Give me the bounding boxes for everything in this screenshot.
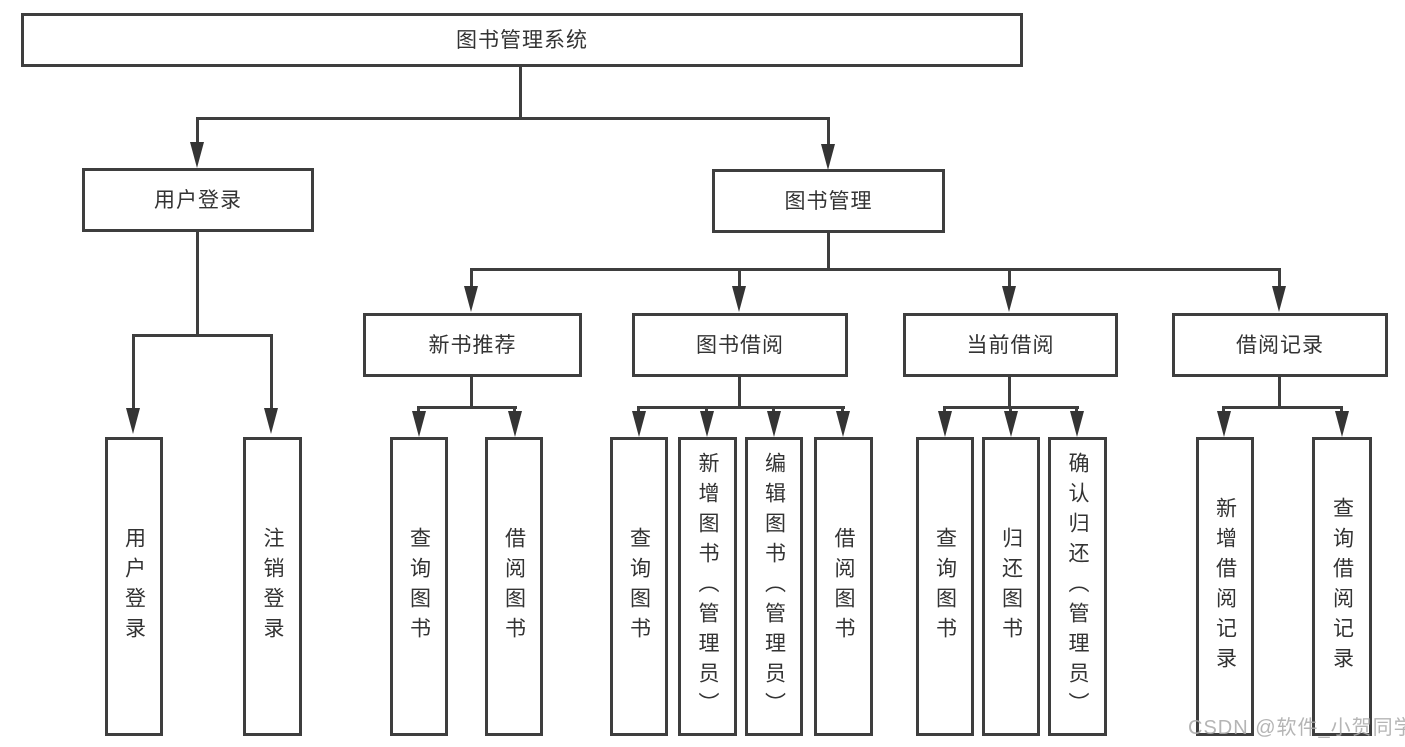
node-label: 用户登录 (154, 188, 242, 212)
connector-drop (417, 406, 420, 414)
arrow-down-icon (264, 408, 278, 434)
connector-book-borrow-trunk (738, 375, 741, 409)
csdn-watermark: CSDN @软件_小贺同学 (1188, 717, 1405, 739)
arrow-down-icon (1335, 411, 1349, 437)
connector-drop (513, 406, 516, 414)
arrow-down-icon (700, 411, 714, 437)
node-current-borrow: 当前借阅 (903, 313, 1118, 377)
node-book-management: 图书管理 (712, 169, 945, 233)
arrow-down-icon (464, 286, 478, 312)
arrow-down-icon (821, 144, 835, 170)
node-label: 用户登录 (122, 526, 146, 647)
arrow-down-icon (508, 411, 522, 437)
node-label: 查询图书 (627, 526, 651, 647)
node-label: 当前借阅 (966, 333, 1055, 357)
connector-drop (1340, 406, 1343, 414)
node-label: 借阅图书 (502, 526, 526, 647)
node-library-system: 图书管理系统 (21, 13, 1023, 67)
node-label: 确认归还（管理员） (1066, 451, 1089, 722)
arrow-down-icon (190, 142, 204, 168)
arrow-down-icon (1217, 411, 1231, 437)
arrow-down-icon (1002, 286, 1016, 312)
connector-book-mgmt-trunk (827, 233, 830, 271)
node-label: 图书管理系统 (456, 28, 588, 52)
arrow-down-icon (836, 411, 850, 437)
node-book-borrow: 图书借阅 (632, 313, 848, 377)
node-label: 图书借阅 (696, 333, 784, 357)
arrow-down-icon (732, 286, 746, 312)
node-leaf-borrow-books-nb: 借阅图书 (485, 437, 543, 736)
node-leaf-query-books-cb: 查询图书 (916, 437, 974, 736)
node-leaf-add-books-admin: 新增图书（管理员） (678, 437, 737, 736)
connector-drop (637, 406, 640, 414)
connector-drop (943, 406, 946, 414)
connector-drop (841, 406, 844, 414)
node-label: 查询图书 (933, 526, 957, 647)
node-leaf-query-borrow-record: 查询借阅记录 (1312, 437, 1372, 736)
arrow-down-icon (126, 408, 140, 434)
connector-current-borrow-trunk (1008, 375, 1011, 409)
node-label: 图书管理 (784, 189, 873, 213)
node-label: 借阅图书 (832, 526, 855, 647)
arrow-down-icon (767, 411, 781, 437)
node-label: 归还图书 (999, 526, 1023, 647)
arrow-down-icon (412, 411, 426, 437)
connector-drop-new-books (470, 268, 473, 286)
node-leaf-return-books: 归还图书 (982, 437, 1040, 736)
node-label: 新增图书（管理员） (696, 451, 719, 722)
node-label: 新增借阅记录 (1213, 496, 1237, 677)
connector-drop-leaf-logout (270, 334, 273, 410)
node-label: 查询借阅记录 (1330, 496, 1354, 677)
node-label: 新书推荐 (428, 333, 517, 357)
node-leaf-borrow-books-bb: 借阅图书 (814, 437, 873, 736)
connector-user-login-trunk (196, 232, 199, 336)
connector-drop (1222, 406, 1225, 414)
connector-drop-current-borrow (1008, 268, 1011, 286)
node-label: 借阅记录 (1236, 333, 1324, 357)
connector-borrow-records-trunk (1278, 375, 1281, 409)
arrow-down-icon (1070, 411, 1084, 437)
connector-level2-branch (196, 117, 830, 120)
node-user-login: 用户登录 (82, 168, 314, 232)
connector-drop-book-borrow (738, 268, 741, 286)
connector-drop-borrow-records (1278, 268, 1281, 286)
node-leaf-add-borrow-record: 新增借阅记录 (1196, 437, 1254, 736)
arrow-down-icon (938, 411, 952, 437)
node-label: 编辑图书（管理员） (762, 451, 786, 722)
connector-book-borrow-branch (637, 406, 845, 409)
connector-drop (705, 406, 708, 414)
connector-drop (1009, 406, 1012, 414)
arrow-down-icon (632, 411, 646, 437)
node-leaf-logout: 注销登录 (243, 437, 302, 736)
node-leaf-user-login: 用户登录 (105, 437, 163, 736)
connector-user-login-branch (132, 334, 273, 337)
connector-drop (1075, 406, 1078, 414)
connector-new-books-branch (418, 406, 517, 409)
connector-new-books-trunk (470, 375, 473, 409)
connector-drop-user-login (196, 117, 199, 145)
node-leaf-edit-books-admin: 编辑图书（管理员） (745, 437, 803, 736)
node-label: 注销登录 (261, 526, 284, 647)
node-label: 查询图书 (407, 526, 431, 647)
connector-root-trunk (519, 66, 522, 119)
connector-borrow-records-branch (1222, 406, 1343, 409)
arrow-down-icon (1272, 286, 1286, 312)
node-leaf-query-books-bb: 查询图书 (610, 437, 668, 736)
arrow-down-icon (1004, 411, 1018, 437)
node-leaf-confirm-return-admin: 确认归还（管理员） (1048, 437, 1107, 736)
node-borrow-records: 借阅记录 (1172, 313, 1388, 377)
connector-drop-leaf-user-login (132, 334, 135, 410)
node-leaf-query-books-nb: 查询图书 (390, 437, 448, 736)
connector-drop-book-mgmt (827, 117, 830, 145)
node-new-book-recommend: 新书推荐 (363, 313, 582, 377)
connector-level3-branch (470, 268, 1281, 271)
connector-drop (772, 406, 775, 414)
